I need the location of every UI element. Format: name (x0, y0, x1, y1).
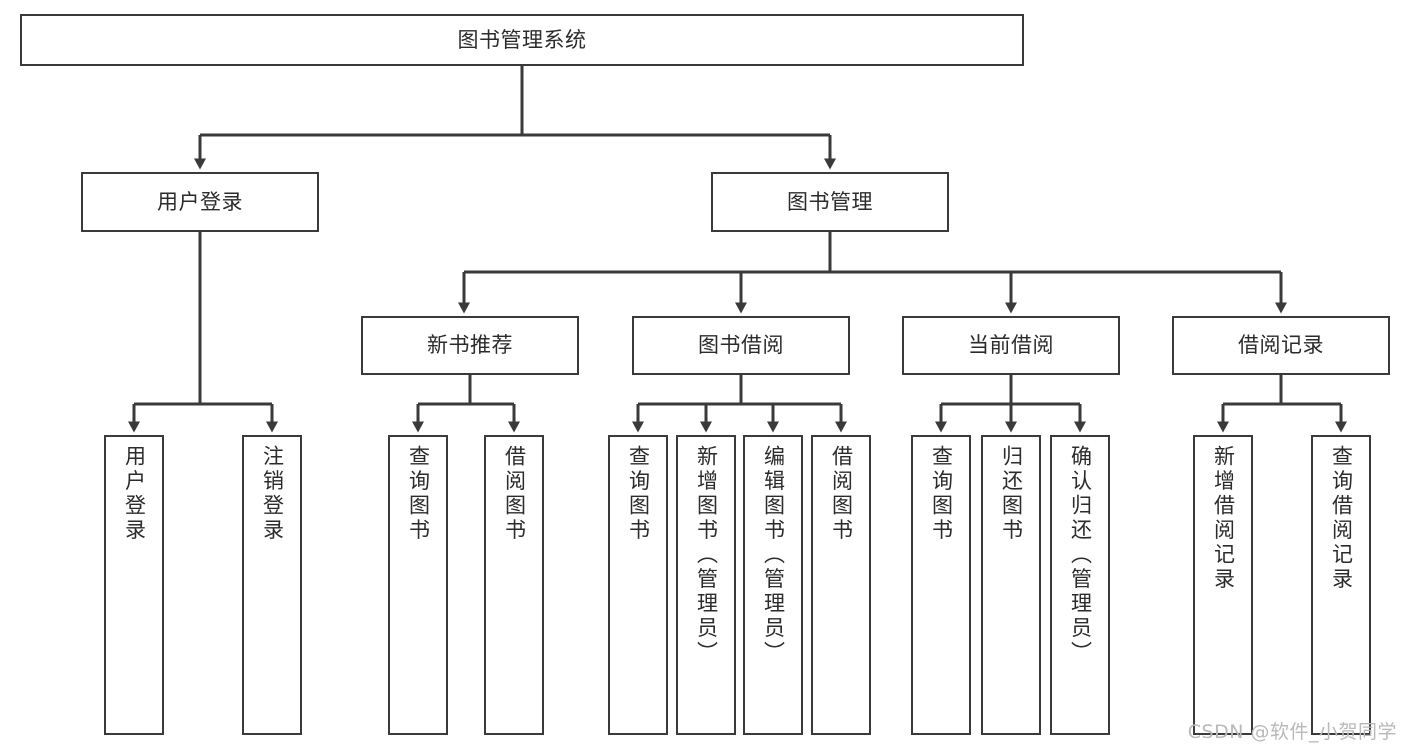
node-leaf-confirm-return-admin[interactable]: 确认归还（管理员） (1050, 435, 1110, 735)
node-label: 图书管理系统 (457, 27, 587, 52)
node-user-login[interactable]: 用户登录 (81, 172, 319, 232)
node-book-borrow[interactable]: 图书借阅 (632, 316, 850, 375)
node-label: 注销登录 (260, 445, 285, 543)
node-label: 查询图书 (929, 445, 954, 543)
node-leaf-edit-book-admin[interactable]: 编辑图书（管理员） (743, 435, 803, 735)
node-label: 查询图书 (626, 445, 651, 543)
watermark-text: CSDN @软件_小贺同学 (1187, 721, 1397, 743)
node-label: 新增图书（管理员） (694, 445, 719, 666)
node-book-manage[interactable]: 图书管理 (711, 172, 949, 232)
node-leaf-query-borrow-record[interactable]: 查询借阅记录 (1311, 435, 1371, 735)
node-leaf-query-book-borrow[interactable]: 查询图书 (608, 435, 668, 735)
node-leaf-add-book-admin[interactable]: 新增图书（管理员） (676, 435, 736, 735)
node-leaf-add-borrow-record[interactable]: 新增借阅记录 (1193, 435, 1253, 735)
node-label: 借阅记录 (1238, 333, 1324, 358)
node-current-borrow[interactable]: 当前借阅 (902, 316, 1120, 375)
node-label: 确认归还（管理员） (1068, 445, 1093, 666)
node-label: 用户登录 (157, 189, 243, 214)
node-label: 图书管理 (787, 189, 873, 214)
node-leaf-borrow-book[interactable]: 借阅图书 (811, 435, 871, 735)
node-label: 查询借阅记录 (1329, 445, 1354, 592)
node-leaf-query-book-cur[interactable]: 查询图书 (911, 435, 971, 735)
node-label: 归还图书 (999, 445, 1024, 543)
node-label: 用户登录 (122, 445, 147, 543)
node-label: 查询图书 (406, 445, 431, 543)
node-leaf-user-login[interactable]: 用户登录 (104, 435, 164, 735)
node-leaf-borrow-book-new[interactable]: 借阅图书 (484, 435, 544, 735)
node-leaf-return-book[interactable]: 归还图书 (981, 435, 1041, 735)
node-label: 编辑图书（管理员） (761, 445, 786, 666)
node-label: 当前借阅 (968, 333, 1054, 358)
node-label: 借阅图书 (829, 445, 854, 543)
node-label: 借阅图书 (502, 445, 527, 543)
node-root[interactable]: 图书管理系统 (20, 14, 1024, 66)
node-leaf-query-book-new[interactable]: 查询图书 (388, 435, 448, 735)
node-borrow-record[interactable]: 借阅记录 (1172, 316, 1390, 375)
node-new-book-rec[interactable]: 新书推荐 (361, 316, 579, 375)
node-label: 新增借阅记录 (1211, 445, 1236, 592)
node-label: 图书借阅 (698, 333, 784, 358)
node-label: 新书推荐 (427, 333, 513, 358)
edge-group (128, 66, 1347, 433)
node-leaf-user-logout[interactable]: 注销登录 (242, 435, 302, 735)
